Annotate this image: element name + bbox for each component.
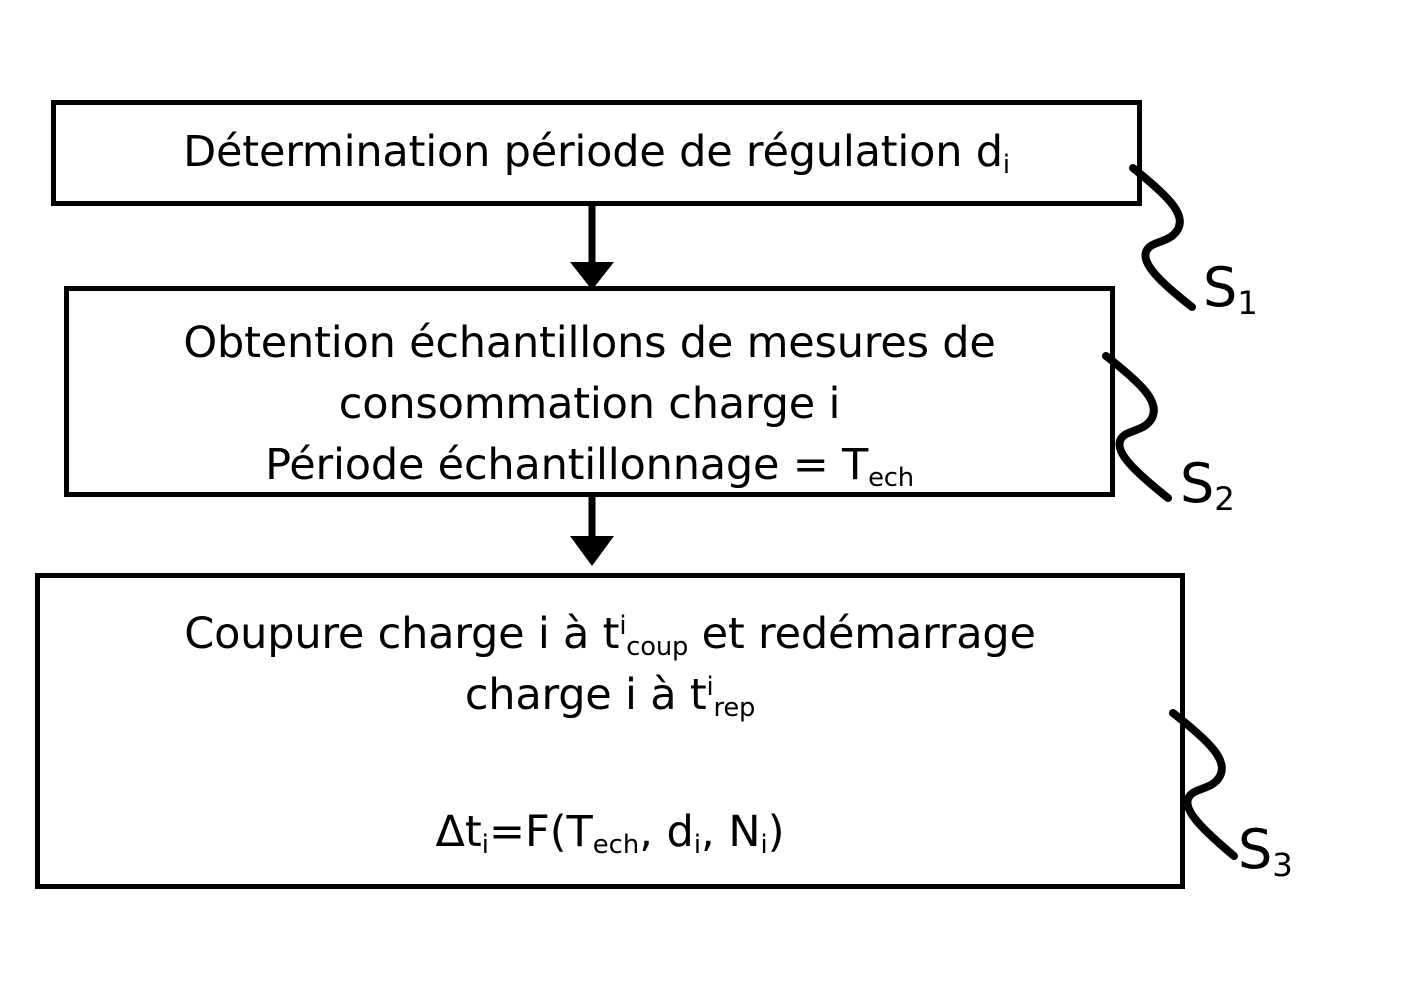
formula-part-0: Δt	[435, 807, 482, 858]
box-s3-line-2-sup: i	[706, 671, 714, 702]
box-s1-line-1-sub: i	[1002, 150, 1010, 181]
formula-part-8: )	[767, 807, 785, 858]
process-box-s2[interactable]: Obtention échantillons de mesures de con…	[64, 286, 1115, 497]
formula-part-3: ech	[592, 829, 640, 860]
box-s1-line-1: Détermination période de régulation di	[183, 122, 1010, 183]
box-s3-line-1: Coupure charge i à ticoup et redémarrage	[184, 604, 1036, 665]
box-s3-line-2-text-a: charge i à t	[464, 670, 707, 721]
formula-part-4: , d	[639, 807, 694, 858]
step-label-s1-text: S	[1203, 256, 1238, 319]
step-label-s1: S1	[1203, 256, 1258, 323]
formula-part-1: i	[481, 829, 489, 860]
box-s2-line-3-sub: ech	[868, 462, 914, 493]
box-s1-line-1-text: Détermination période de régulation d	[183, 127, 1003, 178]
formula-part-6: , N	[701, 807, 761, 858]
step-label-s3: S3	[1238, 818, 1293, 885]
step-label-s2: S2	[1180, 452, 1235, 519]
process-box-s1[interactable]: Détermination période de régulation di	[51, 100, 1142, 206]
step-label-s2-sub: 2	[1214, 480, 1235, 519]
squiggle-leader-s2	[1102, 352, 1172, 502]
box-s2-line-1: Obtention échantillons de mesures de	[183, 318, 996, 368]
step-label-s1-sub: 1	[1237, 284, 1258, 323]
box-s3-line-1-text-b: et redémarrage	[688, 609, 1036, 659]
flow-arrow-s2-to-s3	[570, 496, 614, 566]
step-label-s2-text: S	[1180, 452, 1215, 515]
box-s3-line-2: charge i à tirep	[464, 665, 756, 726]
step-label-s3-sub: 3	[1272, 846, 1293, 885]
formula-part-2: =F(T	[488, 807, 593, 858]
box-s3-line-2-sub: rep	[713, 692, 756, 723]
box-s3-formula: Δti=F(Tech, di, Ni)	[436, 802, 785, 863]
box-s2-line-3-text: Période échantillonnage = T	[265, 440, 869, 491]
box-s3-line-1-text-a: Coupure charge i à t	[184, 609, 620, 659]
process-box-s3[interactable]: Coupure charge i à ticoup et redémarrage…	[35, 573, 1185, 889]
box-s2-line-3: Période échantillonnage = Tech	[265, 435, 914, 496]
formula-part-7: i	[760, 829, 768, 860]
box-s3-line-1-sup: i	[619, 610, 627, 641]
box-s3-line-1-sub: coup	[626, 631, 689, 662]
step-label-s3-text: S	[1238, 818, 1273, 881]
flow-arrow-s1-to-s2	[570, 205, 614, 290]
formula-part-5: i	[693, 829, 701, 860]
box-s2-line-2: consommation charge i	[338, 379, 841, 430]
